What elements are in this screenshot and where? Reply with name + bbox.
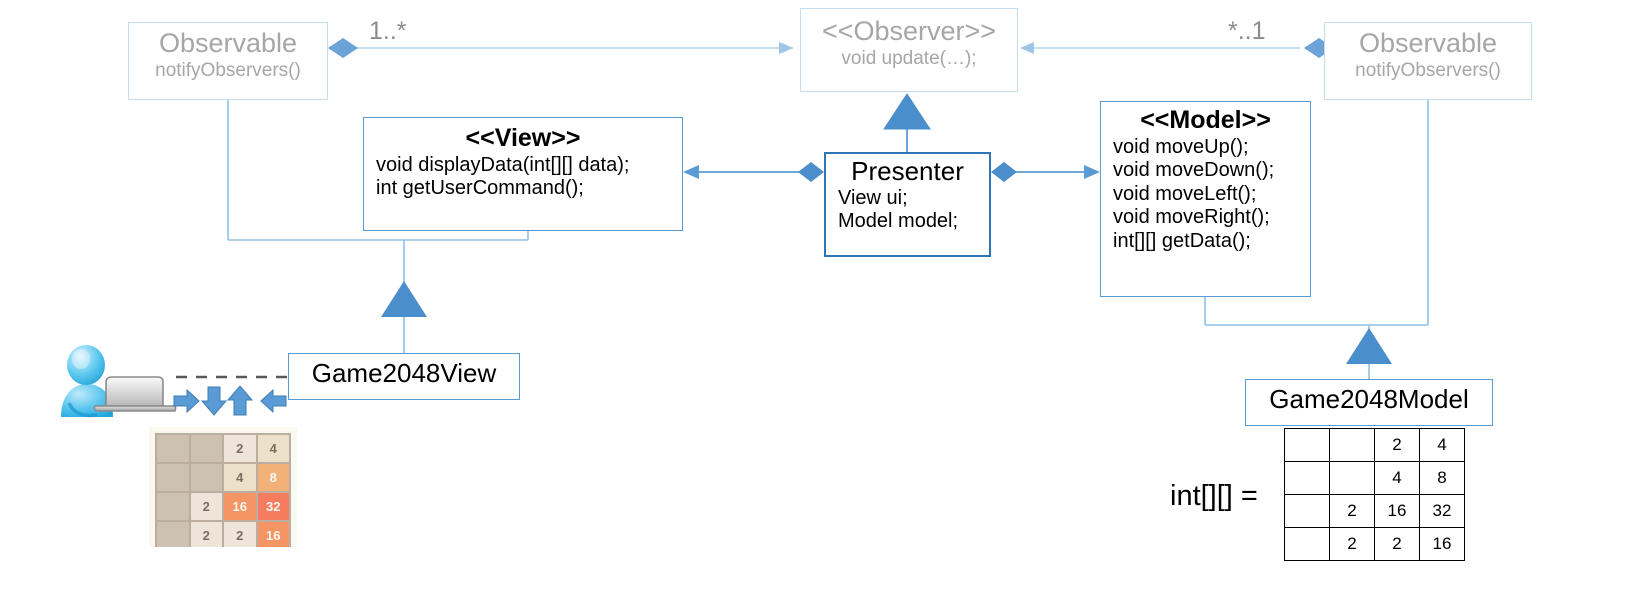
game-tile-r0-c1 bbox=[190, 435, 222, 462]
game-tile-r0-c3: 4 bbox=[257, 435, 289, 462]
model-table-cell-r2-c1: 2 bbox=[1329, 494, 1375, 528]
game-tile-r2-c3: 32 bbox=[257, 493, 289, 520]
model-member-2: void moveLeft(); bbox=[1113, 182, 1257, 205]
model-table-cell-r2-c2: 16 bbox=[1374, 494, 1420, 528]
observer-title: <<Observer>> bbox=[821, 16, 997, 46]
model-table-cell-r0-c2: 2 bbox=[1374, 428, 1420, 462]
multiplicity-label-right: *..1 bbox=[1228, 17, 1266, 45]
game-tile-r2-c0 bbox=[157, 493, 189, 520]
observable-right-member: notifyObservers() bbox=[1355, 59, 1501, 81]
game-tile-r3-c2: 2 bbox=[224, 522, 256, 547]
user-laptop-icon bbox=[61, 345, 177, 418]
model-table-cell-r3-c2: 2 bbox=[1374, 527, 1420, 561]
class-box-observer[interactable]: <<Observer>> void update(…); bbox=[800, 8, 1018, 92]
game-tile-r3-c1: 2 bbox=[190, 522, 222, 547]
observable-right-title: Observable bbox=[1358, 28, 1498, 58]
model-table-cell-r0-c1 bbox=[1329, 428, 1375, 462]
int-array-equals-label: int[][] = bbox=[1170, 480, 1258, 512]
observable-left-title: Observable bbox=[158, 28, 298, 58]
arrow-left-icon bbox=[260, 388, 287, 414]
view-member-0: void displayData(int[][] data); bbox=[376, 153, 630, 176]
game-tile-r0-c2: 2 bbox=[224, 435, 256, 462]
presenter-member-1: Model model; bbox=[838, 210, 959, 233]
model-table-cell-r0-c3: 4 bbox=[1419, 428, 1465, 462]
direction-arrows-group bbox=[173, 385, 287, 416]
model-table-cell-r0-c0 bbox=[1284, 428, 1330, 462]
model-member-0: void moveUp(); bbox=[1113, 135, 1249, 158]
game-tile-r2-c1: 2 bbox=[190, 493, 222, 520]
model-member-1: void moveDown(); bbox=[1113, 159, 1275, 182]
model-table-cell-r1-c0 bbox=[1284, 461, 1330, 495]
multiplicity-label-left: 1..* bbox=[369, 17, 407, 45]
observable-left-member: notifyObservers() bbox=[155, 59, 301, 81]
game2048view-title: Game2048View bbox=[311, 358, 497, 388]
model-table-cell-r3-c3: 16 bbox=[1419, 527, 1465, 561]
class-box-game2048view[interactable]: Game2048View bbox=[288, 353, 520, 400]
view-member-1: int getUserCommand(); bbox=[376, 177, 584, 200]
game-tile-r0-c0 bbox=[157, 435, 189, 462]
edge-observable-right-to-observer bbox=[1020, 38, 1334, 58]
class-box-view[interactable]: <<View>> void displayData(int[][] data);… bbox=[363, 117, 683, 231]
model-member-3: void moveRight(); bbox=[1113, 206, 1270, 229]
edge-presenter-implements-observer bbox=[883, 93, 931, 152]
edge-presenter-to-model bbox=[991, 162, 1100, 182]
model-table-cell-r1-c3: 8 bbox=[1419, 461, 1465, 495]
model-member-4: int[][] getData(); bbox=[1113, 229, 1251, 252]
arrow-right-icon bbox=[173, 388, 200, 414]
game2048model-title: Game2048Model bbox=[1269, 384, 1469, 414]
game-tile-r2-c2: 16 bbox=[224, 493, 256, 520]
game-tile-r3-c0 bbox=[157, 522, 189, 547]
class-box-presenter[interactable]: Presenter View ui; Model model; bbox=[824, 152, 991, 257]
game-tile-r1-c0 bbox=[157, 464, 189, 491]
class-box-observable-right[interactable]: Observable notifyObservers() bbox=[1324, 22, 1532, 100]
arrow-down-icon bbox=[200, 386, 228, 416]
model-table-cell-r3-c1: 2 bbox=[1329, 527, 1375, 561]
view-title: <<View>> bbox=[465, 124, 581, 152]
model-table-cell-r1-c1 bbox=[1329, 461, 1375, 495]
model-title: <<Model>> bbox=[1140, 106, 1271, 134]
observer-member: void update(…); bbox=[841, 47, 977, 69]
class-box-observable-left[interactable]: Observable notifyObservers() bbox=[128, 22, 328, 100]
game-tile-r1-c1 bbox=[190, 464, 222, 491]
presenter-member-0: View ui; bbox=[838, 186, 908, 209]
arrow-up-icon bbox=[226, 385, 254, 416]
model-table-cell-r1-c2: 4 bbox=[1374, 461, 1420, 495]
game-tile-r1-c2: 4 bbox=[224, 464, 256, 491]
presenter-title: Presenter bbox=[851, 156, 964, 186]
game-tile-r1-c3: 8 bbox=[257, 464, 289, 491]
edge-presenter-to-view bbox=[683, 162, 824, 182]
class-box-game2048model[interactable]: Game2048Model bbox=[1245, 379, 1493, 426]
class-box-model[interactable]: <<Model>> void moveUp(); void moveDown()… bbox=[1100, 101, 1311, 297]
model-table-cell-r2-c0 bbox=[1284, 494, 1330, 528]
game-tile-r3-c3: 16 bbox=[257, 522, 289, 547]
model-table-cell-r3-c0 bbox=[1284, 527, 1330, 561]
model-table-cell-r2-c3: 32 bbox=[1419, 494, 1465, 528]
